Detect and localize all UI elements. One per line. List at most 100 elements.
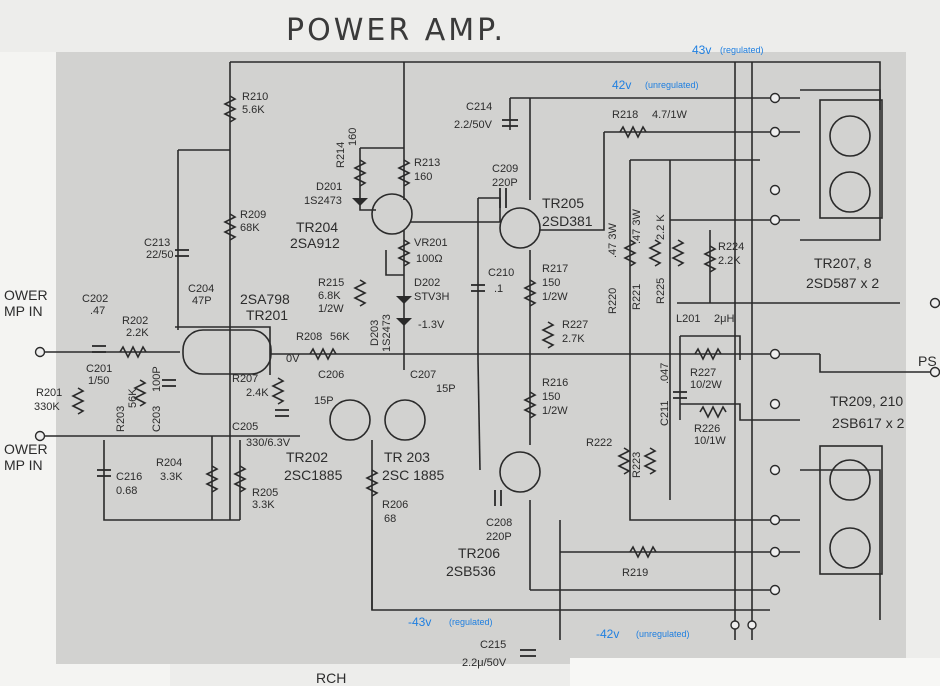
terminal-a <box>769 92 781 104</box>
c209-value: 220P <box>492 177 518 189</box>
r209-value: 68K <box>240 222 260 234</box>
d201-value: 1S2473 <box>304 195 342 207</box>
vr201-ref: VR201 <box>414 237 448 249</box>
c202-value: .47 <box>90 305 105 317</box>
r216-ref: R216 <box>542 377 568 389</box>
c213-value: 22/50 <box>146 249 174 261</box>
neg-unreg-note: (unregulated) <box>636 629 690 639</box>
c214-ref: C214 <box>466 101 492 113</box>
r214-ref: R214 <box>335 142 347 168</box>
c204-ref: C204 <box>188 283 214 295</box>
terminal-d <box>769 214 781 226</box>
r217-rating: 1/2W <box>542 291 568 303</box>
r218-ref: R218 <box>612 109 638 121</box>
r215-value: 6.8K <box>318 290 341 302</box>
c206-value: 15P <box>314 395 334 407</box>
zero-volt-label: 0V <box>286 353 300 365</box>
c201-value: 1/50 <box>88 375 109 387</box>
c210-value: .1 <box>494 283 503 295</box>
c216-value: 0.68 <box>116 485 137 497</box>
transistor-symbols <box>329 99 883 575</box>
r220-value: .47 3W <box>607 223 619 258</box>
neg-reg-voltage: -43v <box>408 615 431 629</box>
c201-ref: C201 <box>86 363 112 375</box>
d203-ref: D203 <box>369 320 381 346</box>
r221-ref: R221 <box>631 284 643 310</box>
tr201-ref: TR201 <box>246 307 288 323</box>
tr207-ref: TR207, 8 <box>814 255 872 271</box>
r210-ref: R210 <box>242 91 268 103</box>
l201-value: 2μH <box>714 313 734 325</box>
tr204-ref: TR204 <box>296 219 338 235</box>
c206-ref: C206 <box>318 369 344 381</box>
c207-value: 15P <box>436 383 456 395</box>
terminal-c <box>769 184 781 196</box>
r227b-value: 10/2W <box>690 379 722 391</box>
r227b-ref: R227 <box>690 367 716 379</box>
tr206-ref: TR206 <box>458 545 500 561</box>
tr201-dual-transistor-outline <box>182 329 272 375</box>
tr202-ref: TR202 <box>286 449 328 465</box>
r206-value: 68 <box>384 513 396 525</box>
c207-ref: C207 <box>410 369 436 381</box>
tr205-type: 2SD381 <box>542 213 593 229</box>
r205-value: 3.3K <box>252 499 275 511</box>
pos-unreg-note: (unregulated) <box>645 80 699 90</box>
input-label-2a: OWER <box>4 441 48 457</box>
terminal-k <box>730 620 740 630</box>
r213-ref: R213 <box>414 157 440 169</box>
bias-voltage: -1.3V <box>418 319 445 331</box>
r203-ref: R203 <box>115 406 127 432</box>
diode-symbols <box>352 198 412 326</box>
tr206-type: 2SB536 <box>446 563 496 579</box>
c209-ref: C209 <box>492 163 518 175</box>
pos-reg-note: (regulated) <box>720 45 764 55</box>
r215-ref: R215 <box>318 277 344 289</box>
terminals <box>34 92 940 630</box>
r227a-ref: R227 <box>562 319 588 331</box>
schematic-panel <box>56 52 906 664</box>
c211-value: .047 <box>659 363 671 384</box>
d202-ref: D202 <box>414 277 440 289</box>
neg-unreg-voltage: -42v <box>596 627 619 641</box>
c208-value: 220P <box>486 531 512 543</box>
r206-ref: R206 <box>382 499 408 511</box>
terminal-e <box>769 348 781 360</box>
c205-ref: C205 <box>232 421 258 433</box>
c211-ref: C211 <box>659 401 671 426</box>
input-terminal-1 <box>34 346 46 358</box>
pos-unreg-voltage: 42v <box>612 78 631 92</box>
terminal-b <box>769 126 781 138</box>
r224-ref: R224 <box>718 241 744 253</box>
r213-value: 160 <box>414 171 432 183</box>
r216-value: 150 <box>542 391 560 403</box>
tr207-type: 2SD587 x 2 <box>806 275 879 291</box>
diagram-title: POWER AMP. <box>286 13 506 48</box>
d201-ref: D201 <box>316 181 342 193</box>
c204-value: 47P <box>192 295 212 307</box>
bottom-blank-area <box>570 658 940 686</box>
vr201-value: 100Ω <box>416 253 443 265</box>
r202-ref: R202 <box>122 315 148 327</box>
terminal-j <box>769 584 781 596</box>
tr209-ref: TR209, 210 <box>830 393 903 409</box>
terminal-f <box>769 398 781 410</box>
r225-ref: R225 <box>655 278 667 304</box>
c203-ref: C203 <box>151 406 163 432</box>
r220-ref: R220 <box>607 288 619 314</box>
capacitor-symbols <box>92 119 687 657</box>
r209-ref: R209 <box>240 209 266 221</box>
d202-value: STV3H <box>414 291 450 303</box>
r201-ref: R201 <box>36 387 62 399</box>
r223-ref: R223 <box>631 452 643 478</box>
c202-ref: C202 <box>82 293 108 305</box>
terminal-l <box>747 620 757 630</box>
input-terminal-2 <box>34 430 46 442</box>
c203-value: 100P <box>151 366 163 392</box>
r227a-value: 2.7K <box>562 333 585 345</box>
r201-value: 330K <box>34 401 60 413</box>
pos-reg-voltage: 43v <box>692 43 711 57</box>
l201-ref: L201 <box>676 313 700 325</box>
speaker-terminal <box>929 297 940 309</box>
